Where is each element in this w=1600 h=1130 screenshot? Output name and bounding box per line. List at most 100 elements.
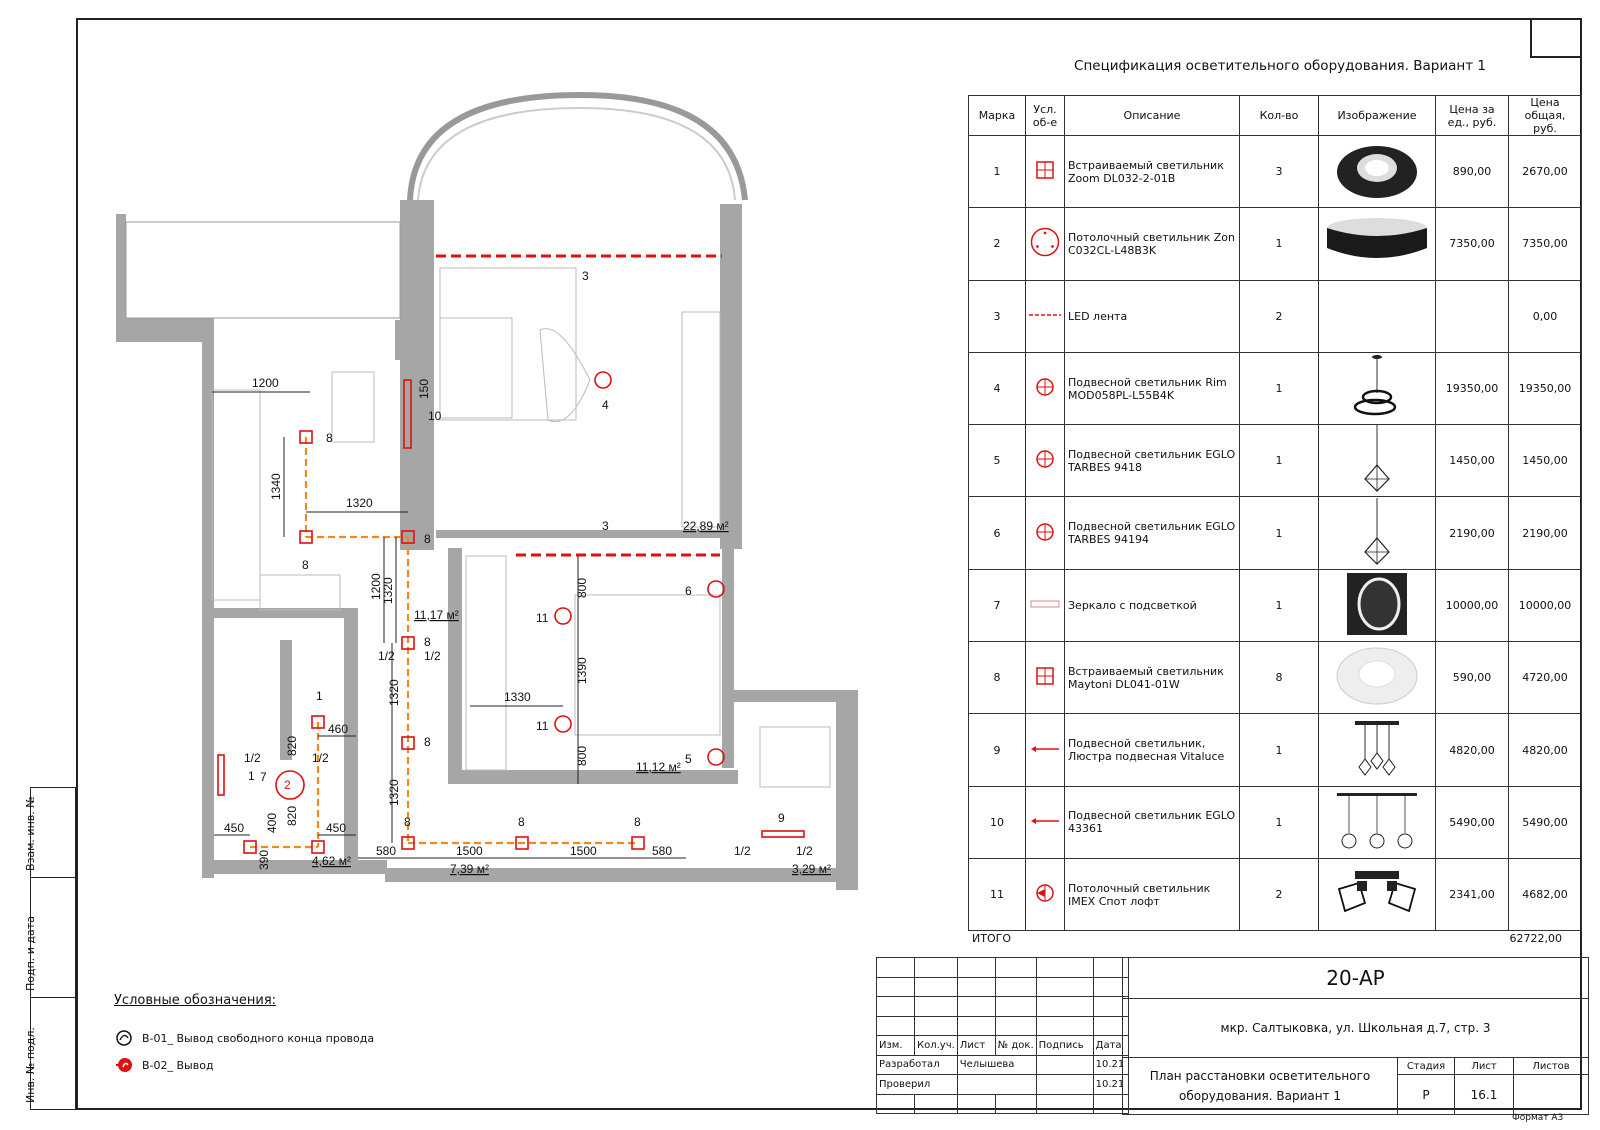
- spec-qty: 1: [1239, 351, 1319, 426]
- walls: [116, 200, 858, 890]
- spec-mark: 8: [968, 641, 1026, 715]
- mark-11-b: 11: [536, 719, 549, 733]
- spec-image: [1318, 713, 1436, 787]
- spec-image: [1318, 568, 1436, 643]
- spec-symbol: [1025, 351, 1065, 426]
- spec-mark: 10: [968, 785, 1026, 859]
- spec-unit-price: 890,00: [1435, 134, 1509, 209]
- mark-8-h: 8: [634, 815, 641, 829]
- dim-580-a: 580: [376, 844, 396, 858]
- spot-lamp-icon: [1036, 884, 1054, 902]
- spec-desc: Зеркало с подсветкой: [1064, 568, 1240, 643]
- dim-800-a: 800: [575, 578, 589, 598]
- square-lamp-icon: [1036, 667, 1054, 685]
- total-value: 62722,00: [1509, 932, 1563, 945]
- mark-8-a: 8: [326, 431, 333, 445]
- spec-total-price: 2670,00: [1508, 134, 1582, 209]
- dim-390: 390: [257, 850, 271, 870]
- mark-8-f: 8: [404, 815, 411, 829]
- spec-desc: Подвесной светильник EGLO 43361: [1064, 785, 1240, 859]
- col-desc: Описание: [1064, 95, 1240, 136]
- floor-plan: 1200 1340 1320 1200 1320 1320 1320 800 1…: [116, 91, 858, 890]
- spec-image: [1318, 351, 1436, 426]
- dim-1320-d: 1320: [387, 779, 401, 806]
- mark-8-e: 8: [424, 735, 431, 749]
- col-image: Изображение: [1318, 95, 1436, 136]
- area-4-62: 4,62 м²: [312, 854, 351, 868]
- cage-pendant-lamp-image: [1364, 425, 1390, 493]
- spec-image: [1318, 424, 1436, 498]
- spec-desc: Подвесной светильник EGLO TARBES 9418: [1064, 424, 1240, 498]
- sheet-value: 16.1: [1454, 1074, 1514, 1115]
- spec-desc: Подвесной светильник, Люстра подвесная V…: [1064, 713, 1240, 787]
- spec-mark: 6: [968, 496, 1026, 570]
- side-cell-inv-orig: Инв. № подл.: [24, 1027, 37, 1103]
- dimension-lines: [212, 391, 686, 859]
- spec-total-price: 10000,00: [1508, 568, 1582, 643]
- dim-450-b: 450: [326, 821, 346, 835]
- spec-symbol: [1025, 641, 1065, 715]
- dim-580-b: 580: [652, 844, 672, 858]
- stamp-checked-row: Проверил 10.21: [876, 1074, 1129, 1095]
- frame-corner-box: [1530, 18, 1582, 58]
- spec-unit-price: 10000,00: [1435, 568, 1509, 643]
- side-stamp: Взам. инв. № Подп. и дата Инв. № подл.: [24, 787, 76, 1110]
- dim-1320-b: 1320: [381, 577, 395, 604]
- spec-desc: Подвесной светильник EGLO TARBES 94194: [1064, 496, 1240, 570]
- spec-total-price: 2190,00: [1508, 496, 1582, 570]
- dim-half-d: 1/2: [312, 751, 329, 765]
- dim-1330: 1330: [504, 690, 531, 704]
- spec-mark: 4: [968, 351, 1026, 426]
- area-22-89: 22,89 м²: [683, 519, 729, 533]
- area-11-12: 11,12 м²: [636, 760, 681, 774]
- spec-desc: Потолочный светильник Zon C032CL-L48B3K: [1064, 207, 1240, 281]
- spec-symbol: [1025, 857, 1065, 932]
- spec-total-price: 4820,00: [1508, 713, 1582, 787]
- mark-5: 5: [685, 752, 692, 766]
- spec-total-price: 1450,00: [1508, 424, 1582, 498]
- spec-mark: 1: [968, 134, 1026, 209]
- spec-total-price: 4682,00: [1508, 857, 1582, 932]
- spec-qty: 2: [1239, 857, 1319, 932]
- spec-total-price: 0,00: [1508, 279, 1582, 353]
- dim-150: 150: [417, 379, 431, 399]
- three-cage-linear-pendant-image: [1337, 792, 1417, 849]
- col-qty: Кол-во: [1239, 95, 1319, 136]
- spec-desc: LED лента: [1064, 279, 1240, 353]
- square-lamp-icon: [1036, 161, 1054, 179]
- spec-image: [1318, 785, 1436, 859]
- spec-title: Спецификация осветительного оборудования…: [1074, 58, 1486, 74]
- mark-10: 10: [428, 409, 442, 423]
- spec-image: [1318, 207, 1436, 281]
- stamp-right: 20-АР мкр. Салтыковка, ул. Школьная д.7,…: [1122, 957, 1589, 1115]
- col-mark: Марка: [968, 95, 1026, 136]
- dim-450-a: 450: [224, 821, 244, 835]
- cage-pendant-lamp-image: [1364, 497, 1390, 565]
- spec-symbol: [1025, 496, 1065, 570]
- spec-unit-price: [1435, 279, 1509, 353]
- black-drum-ceiling-lamp-image: [1327, 218, 1427, 259]
- circle-ceiling-lamp-icon: [1030, 228, 1060, 257]
- spec-symbol: [1025, 279, 1065, 353]
- spec-unit-price: 4820,00: [1435, 713, 1509, 787]
- spec-symbol: [1025, 785, 1065, 859]
- spec-qty: 1: [1239, 424, 1319, 498]
- spec-total-price: 4720,00: [1508, 641, 1582, 715]
- mark-8-b: 8: [302, 558, 309, 572]
- sheets-value: [1513, 1074, 1589, 1115]
- mark-7: 7: [260, 770, 267, 784]
- spec-qty: 1: [1239, 496, 1319, 570]
- spec-qty: 1: [1239, 207, 1319, 281]
- project-address: мкр. Салтыковка, ул. Школьная д.7, стр. …: [1122, 998, 1589, 1058]
- mirror-light-icon: [1030, 600, 1060, 608]
- spec-total-price: 19350,00: [1508, 351, 1582, 426]
- col-unit-price: Цена за ед., руб.: [1435, 95, 1509, 136]
- spec-table: Марка Усл. об-е Описание Кол-во Изображе…: [968, 95, 1582, 932]
- spec-desc: Встраиваемый светильник Zoom DL032-2-01B: [1064, 134, 1240, 209]
